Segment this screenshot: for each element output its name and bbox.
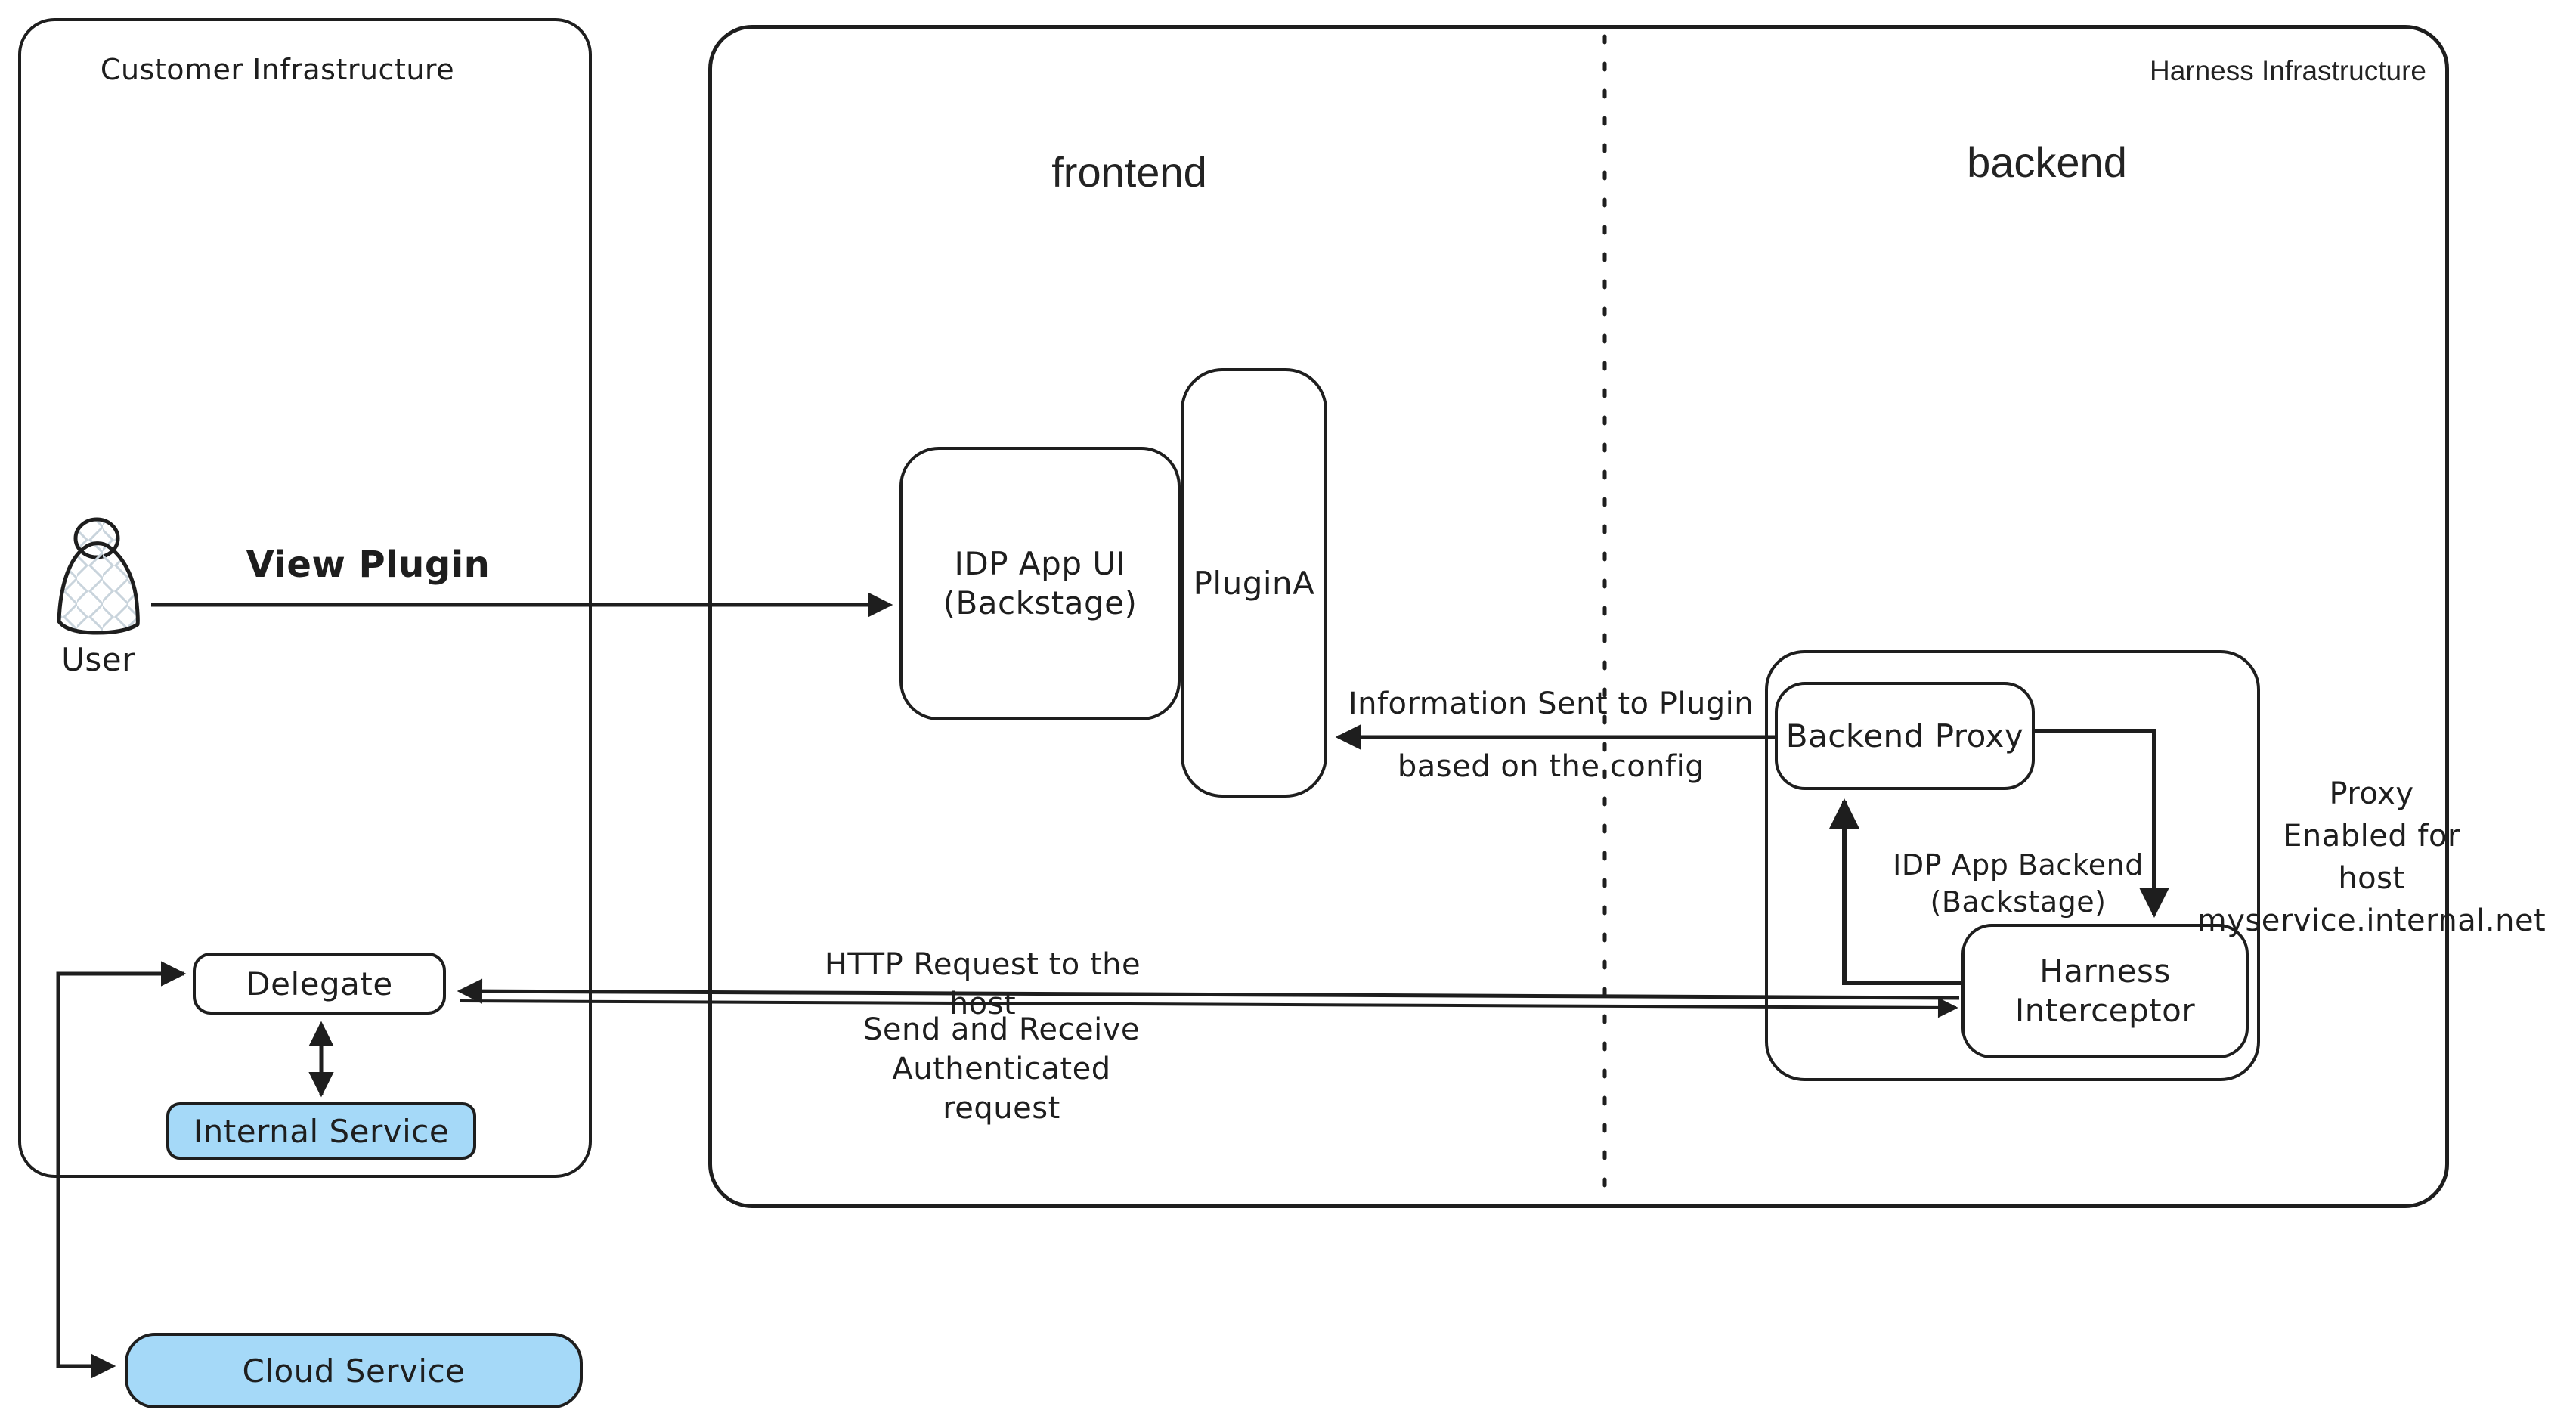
interceptor-to-backend-proxy-arrow <box>1829 798 1963 985</box>
cloud-service-label: Cloud Service <box>242 1352 466 1390</box>
send-receive-edge-label: Send and Receive Authenticated request <box>862 1012 1141 1126</box>
backend-proxy-label: Backend Proxy <box>1785 717 2024 754</box>
internal-service-node: Internal Service <box>166 1102 476 1160</box>
proxy-enabled-edge-label: Proxy Enabled for host myservice.interna… <box>2197 776 2547 938</box>
backend-section-label: backend <box>1967 138 2127 186</box>
internal-service-label: Internal Service <box>193 1112 450 1150</box>
delegate-cloud-service-arrow <box>56 961 187 1379</box>
harness-interceptor-node: Harness Interceptor <box>1961 924 2249 1058</box>
delegate-node: Delegate <box>193 953 446 1015</box>
backend-proxy-to-interceptor-arrow <box>2035 729 2169 918</box>
harness-infrastructure-label: Harness Infrastructure <box>2149 55 2426 86</box>
info-sent-edge-label-line2: based on the config <box>1397 749 1705 784</box>
idp-app-ui-label: IDP App UI <box>954 544 1126 582</box>
plugin-a-label: PluginA <box>1193 564 1315 602</box>
view-plugin-edge-label: View Plugin <box>246 544 491 586</box>
plugin-a-node: PluginA <box>1181 368 1327 798</box>
user-label: User <box>61 641 135 678</box>
customer-infrastructure-label: Customer Infrastructure <box>100 53 455 86</box>
frontend-section-label: frontend <box>1051 148 1207 196</box>
customer-infrastructure-box <box>18 18 592 1178</box>
interceptor-to-delegate-arrow <box>457 978 1960 1004</box>
backend-proxy-node: Backend Proxy <box>1775 682 2035 790</box>
idp-app-ui-node: IDP App UI (Backstage) <box>899 447 1181 720</box>
user-person-icon <box>57 517 140 635</box>
idp-app-backend-container-box <box>1765 650 2260 1081</box>
cloud-service-node: Cloud Service <box>125 1333 583 1408</box>
harness-interceptor-label: Harness <box>2039 952 2171 990</box>
delegate-to-interceptor-arrow <box>459 997 1958 1018</box>
harness-infrastructure-box <box>708 25 2449 1208</box>
http-request-edge-label: HTTP Request to the host <box>824 947 1141 1021</box>
delegate-label: Delegate <box>246 965 393 1002</box>
info-sent-edge-label-line1: Information Sent to Plugin <box>1348 686 1754 721</box>
idp-app-backend-label: IDP App Backend (Backstage) <box>1893 848 2144 919</box>
